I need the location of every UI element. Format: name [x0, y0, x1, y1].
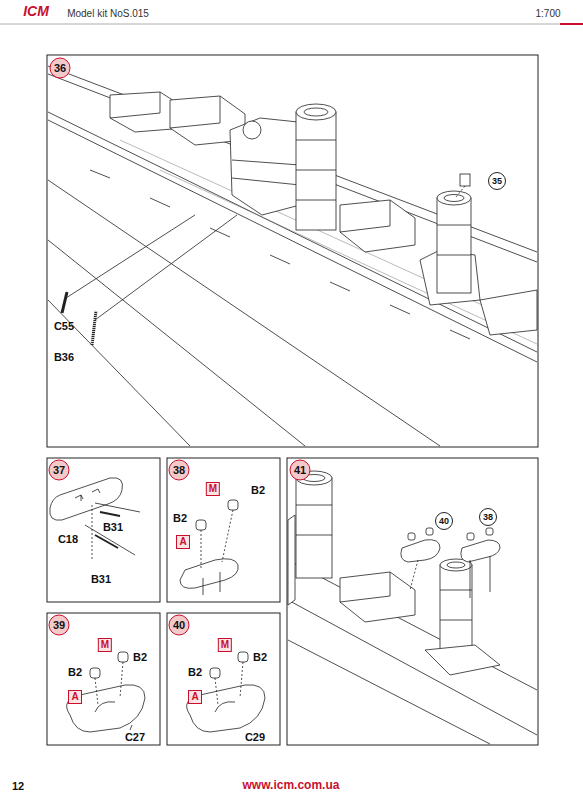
header: Model kit NoS.015 — [67, 8, 149, 19]
node-text: 40 — [173, 619, 185, 631]
part-number: B2 — [173, 512, 187, 524]
callout-number: 35 — [488, 172, 506, 190]
node-text: M — [209, 483, 217, 494]
node-text: 39 — [53, 619, 65, 631]
node-text: A — [191, 691, 198, 702]
part-number: B2 — [133, 651, 147, 663]
paint-code-box: A — [68, 690, 82, 704]
logo: ICM — [23, 4, 49, 19]
part-number: C55 — [54, 320, 74, 332]
paint-code-box: M — [98, 638, 112, 652]
node-text: A — [179, 536, 186, 547]
step-number: 41 — [290, 460, 311, 481]
part-number: B2 — [68, 666, 82, 678]
callout-number: 38 — [479, 508, 497, 526]
part-number: C27 — [125, 731, 145, 743]
scale: 1:700 — [535, 8, 560, 19]
part-number: B36 — [54, 351, 74, 363]
part-number: B2 — [188, 666, 202, 678]
part-number: C18 — [58, 533, 78, 545]
part-number: C29 — [245, 731, 265, 743]
node-text: A — [71, 691, 78, 702]
step-number: 40 — [169, 615, 190, 636]
part-number: B31 — [91, 573, 111, 585]
node-text: M — [221, 639, 229, 650]
part-number: B2 — [253, 651, 267, 663]
part-number: B31 — [103, 521, 123, 533]
node-text: 38 — [483, 512, 493, 522]
node-text: 38 — [173, 464, 185, 476]
website: www.icm.com.ua — [243, 779, 340, 792]
paint-code-box: M — [206, 482, 220, 496]
node-text: 35 — [492, 176, 502, 186]
node-text: 37 — [53, 464, 65, 476]
step-number: 38 — [169, 460, 190, 481]
step-number: 36 — [50, 58, 71, 79]
paint-code-box: A — [176, 535, 190, 549]
step-number: 39 — [49, 615, 70, 636]
paint-code-box: A — [188, 690, 202, 704]
part-number: B2 — [251, 484, 265, 496]
node-text: 40 — [439, 516, 449, 526]
step-number: 37 — [49, 460, 70, 481]
page-number: 12 — [12, 780, 24, 792]
callout-number: 40 — [435, 512, 453, 530]
node-text: M — [101, 639, 109, 650]
node-text: 41 — [294, 464, 306, 476]
paint-code-box: M — [218, 638, 232, 652]
node-text: 36 — [54, 62, 66, 74]
